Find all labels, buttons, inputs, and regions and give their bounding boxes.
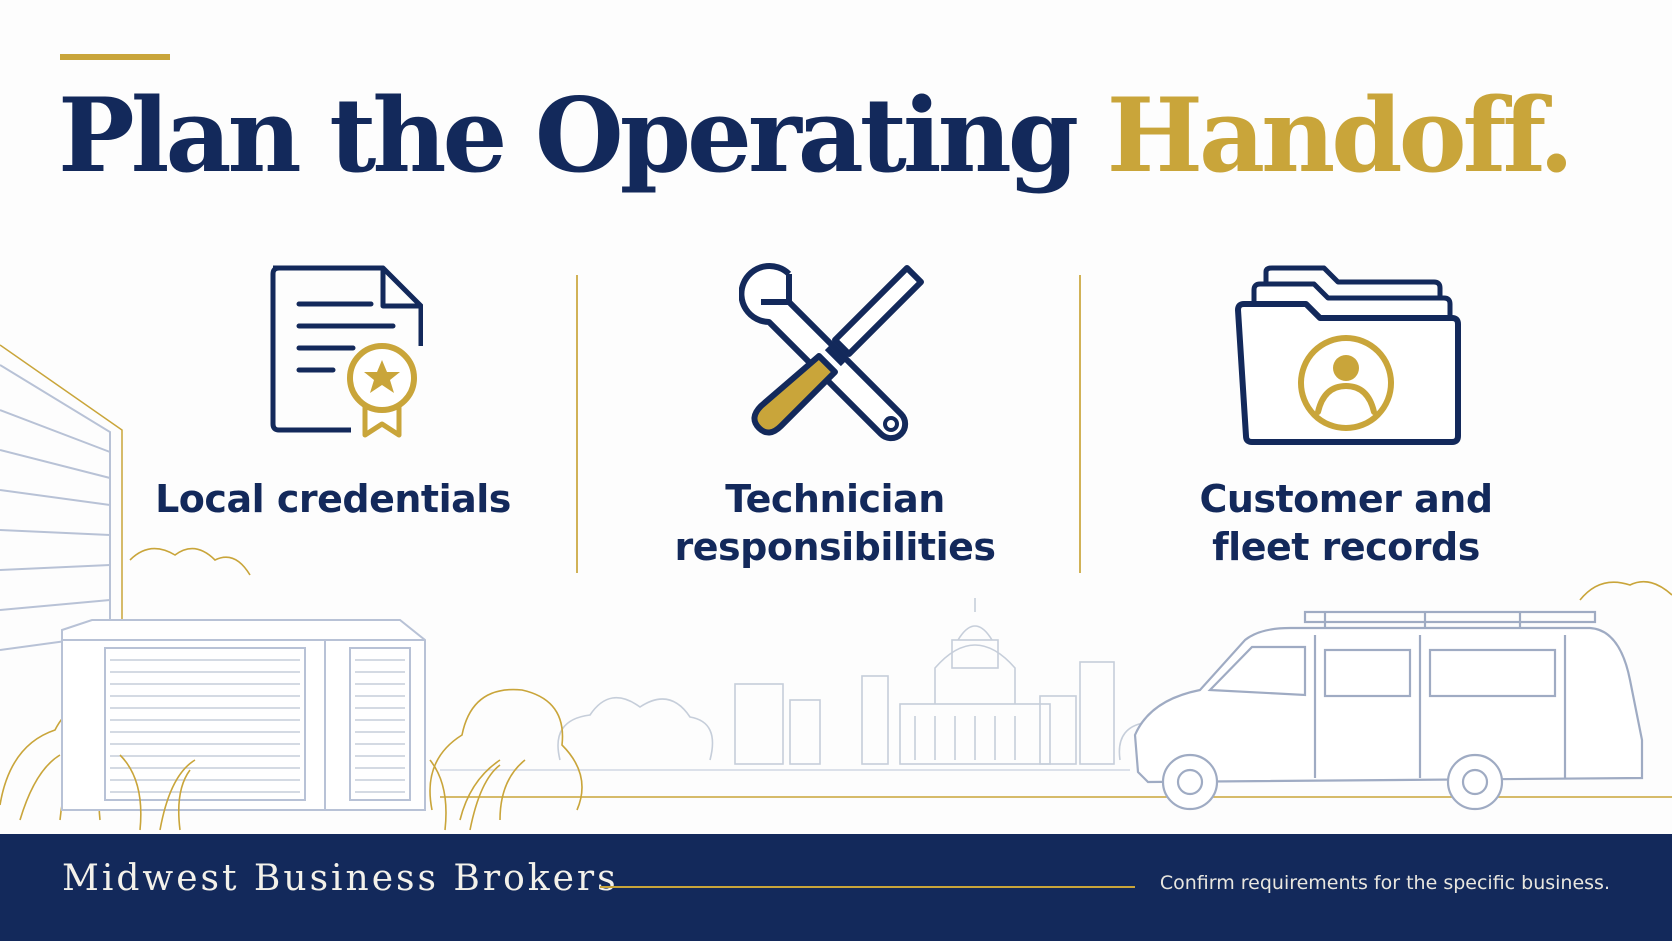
ac-unit-illustration [61, 619, 426, 811]
footer-bar: Midwest Business Brokers Confirm require… [0, 834, 1672, 941]
van-illustration [1133, 610, 1644, 811]
skyline-illustration [557, 598, 1231, 765]
footer-disclaimer: Confirm requirements for the specific bu… [1159, 872, 1610, 894]
foreground-grass [119, 754, 501, 831]
feature-local-credentials: Local credentials [123, 260, 543, 524]
page-title: Plan the Operating Handoff. [58, 76, 1575, 196]
feature-label: Local credentials [155, 477, 511, 521]
brand-name: Midwest Business Brokers [62, 858, 619, 899]
feature-customer-fleet-records: Customer and fleet records [1136, 260, 1556, 571]
title-main: Plan the Operating [58, 76, 1079, 196]
feature-label: Customer and fleet records [1199, 477, 1493, 569]
certificate-document-icon [270, 265, 423, 438]
wrench-screwdriver-icon [739, 263, 924, 442]
building-illustration [0, 344, 123, 665]
column-divider [576, 275, 578, 573]
footer-divider-rule [600, 886, 1135, 888]
customer-folder-icon [1235, 265, 1461, 445]
title-highlight: Handoff. [1106, 76, 1575, 196]
title-accent-rule [60, 54, 170, 60]
ac-unit-grille [110, 659, 405, 793]
feature-technician-responsibilities: Technician responsibilities [625, 260, 1045, 571]
column-divider [1079, 275, 1081, 573]
feature-label: Technician responsibilities [674, 477, 997, 569]
